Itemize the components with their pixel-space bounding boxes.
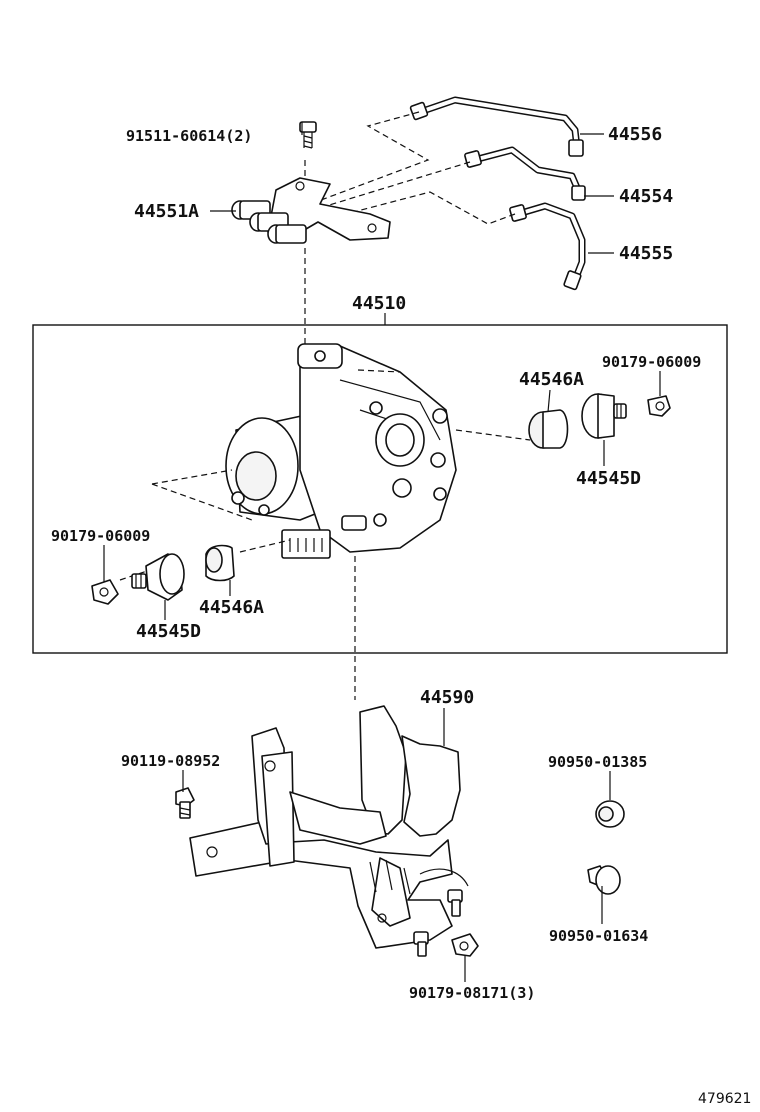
part-labels: 91511-60614(2) 44551A 44556 44554 44555 … <box>51 124 751 1107</box>
label-90950-01634: 90950-01634 <box>549 927 648 945</box>
leader-lines <box>103 122 661 982</box>
label-90950-01385: 90950-01385 <box>548 753 647 771</box>
label-44545D-right: 44545D <box>576 468 641 489</box>
bolt-bracket-mount-2[interactable] <box>413 931 429 957</box>
label-44590: 44590 <box>420 687 474 708</box>
brake-tube-44554[interactable] <box>464 146 586 201</box>
diagram-reference-number: 479621 <box>698 1091 751 1107</box>
plug-44545D-left[interactable] <box>131 553 185 601</box>
grommet-90950-01634[interactable] <box>587 865 621 895</box>
label-44546A-right: 44546A <box>519 369 584 390</box>
label-44545D-left: 44545D <box>136 621 201 642</box>
bracket-44590[interactable] <box>189 705 469 949</box>
abs-actuator-44510[interactable] <box>225 343 457 559</box>
label-44554: 44554 <box>619 186 673 207</box>
label-44551A: 44551A <box>134 201 199 222</box>
nut-90179-06009-right[interactable] <box>647 395 671 417</box>
brake-tube-44556[interactable] <box>409 96 584 157</box>
label-90179-06009-left: 90179-06009 <box>51 527 150 545</box>
bolt-91511-60614[interactable] <box>299 121 317 149</box>
label-90119-08952: 90119-08952 <box>121 752 220 770</box>
label-91511-60614: 91511-60614(2) <box>126 127 252 145</box>
damper-44546A-left[interactable] <box>205 544 235 582</box>
cushion-90950-01385[interactable] <box>595 800 625 828</box>
nut-90179-08171[interactable] <box>451 933 479 957</box>
damper-44546A-right[interactable] <box>528 409 569 449</box>
label-44546A-left: 44546A <box>199 597 264 618</box>
brake-tube-44555[interactable] <box>509 202 586 291</box>
assembly-frame-44510 <box>32 324 728 654</box>
plug-44545D-right[interactable] <box>581 393 627 439</box>
label-44556: 44556 <box>608 124 662 145</box>
label-90179-08171: 90179-08171(3) <box>409 984 535 1002</box>
bolt-90119-08952[interactable] <box>175 787 195 819</box>
label-90179-06009-top: 90179-06009 <box>602 353 701 371</box>
tube-alignment-lines <box>299 111 516 227</box>
label-44555: 44555 <box>619 243 673 264</box>
nut-90179-06009-left[interactable] <box>91 579 119 605</box>
label-44510: 44510 <box>352 293 406 314</box>
bolt-bracket-mount-1[interactable] <box>447 889 463 917</box>
bracket-44551A[interactable] <box>231 177 391 244</box>
